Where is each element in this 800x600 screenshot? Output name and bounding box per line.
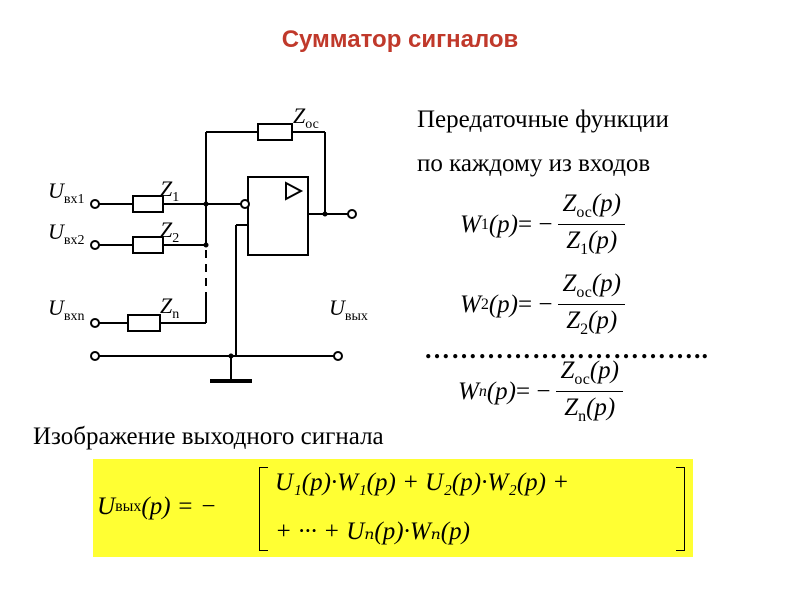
input1-terminal [91, 200, 99, 208]
zn-label: Zn [160, 293, 180, 322]
z2-resistor [133, 237, 163, 253]
z1-label: Z1 [160, 176, 180, 205]
op-amp-body [248, 177, 308, 255]
output-terminal [348, 210, 356, 218]
transfer-heading-line1: Передаточные функции [417, 106, 669, 133]
z1-resistor [133, 196, 163, 212]
junction-dot [228, 353, 234, 359]
inputn-terminal [91, 319, 99, 327]
zoc-label: Zос [293, 103, 319, 132]
inverting-input-terminal [241, 200, 249, 208]
output-formula-line1: U₁(p)·W₁(p) + U₂(p)·W₂(p) + [275, 469, 570, 496]
wn-fraction: Zос(p) Zn(p) [556, 357, 623, 426]
zoc-resistor [258, 124, 292, 140]
w2-fraction: Zос(p) Z2(p) [558, 270, 625, 339]
left-bracket [259, 467, 268, 551]
u-in2-label: Uвх2 [48, 219, 85, 248]
output-heading: Изображение выходного сигнала [33, 423, 384, 450]
input2-terminal [91, 241, 99, 249]
output-formula-line2: + ··· + Uₙ(p)·Wₙ(p) [275, 518, 470, 545]
u-in1-label: Uвх1 [48, 178, 85, 207]
junction-dot [203, 242, 209, 248]
z2-label: Z2 [160, 217, 180, 246]
transfer-heading-line2: по каждому из входов [417, 150, 651, 177]
w1-fraction: Zос(p) Z1(p) [558, 190, 625, 259]
op-amp-symbol [286, 183, 301, 199]
u-out-label: Uвых [329, 295, 368, 324]
common-right-terminal [334, 352, 342, 360]
right-bracket [676, 467, 685, 551]
separator-dots: ………………………….. [424, 335, 709, 364]
junction-dot [322, 211, 328, 217]
junction-dot [203, 201, 209, 207]
common-left-terminal [91, 352, 99, 360]
u-inn-label: Uвхn [48, 295, 85, 324]
page-title: Сумматор сигналов [281, 26, 519, 53]
zn-resistor [128, 315, 160, 331]
